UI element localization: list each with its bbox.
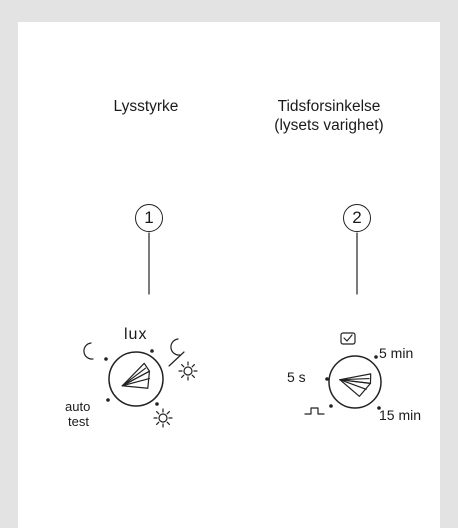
checkbox-icon (340, 332, 356, 345)
min-time-label: 5 s (287, 369, 306, 385)
time-delay-dial (328, 355, 382, 409)
diagram-panel: Lysstyrke 1 lux auto test Tidsforsinkels… (18, 22, 440, 528)
mid-time-label: 15 min (379, 407, 422, 423)
lux-label: lux (124, 326, 148, 343)
moon-icon (83, 342, 94, 360)
time-delay-title: Tidsforsinkelse (lysets varighet) (254, 97, 404, 135)
brightness-title: Lysstyrke (113, 98, 179, 115)
time-delay-title-line2: (lysets varighet) (274, 117, 384, 134)
test-label: test (68, 414, 89, 429)
diagram-artwork (83, 232, 382, 428)
sun-icon-upper (178, 361, 198, 381)
moon-sun-split-icon (170, 338, 181, 356)
auto-label: auto (65, 399, 91, 414)
max-time-label: 5 min (379, 345, 414, 361)
callout-number-1: 1 (135, 204, 163, 232)
pulse-icon (304, 407, 325, 415)
sun-icon (153, 408, 173, 428)
time-delay-title-line1: Tidsforsinkelse (277, 98, 381, 115)
brightness-dial (108, 351, 164, 407)
callout-number-2: 2 (343, 204, 371, 232)
